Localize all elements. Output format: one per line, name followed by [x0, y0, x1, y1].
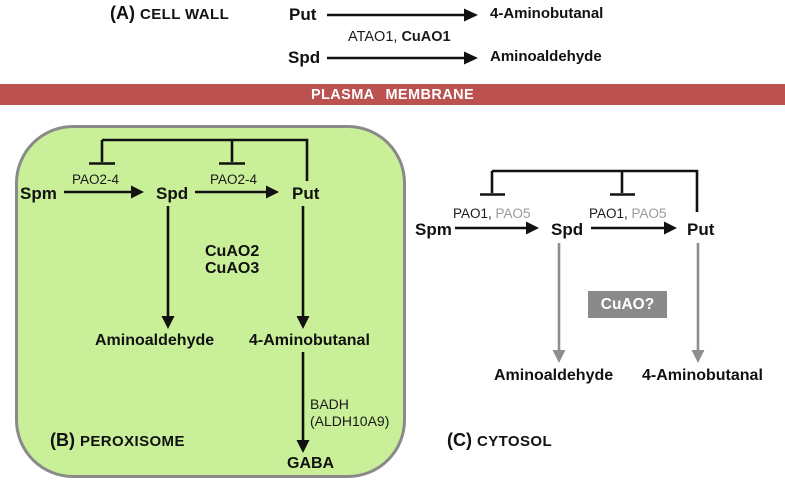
pao5-label-1: PAO5 — [495, 206, 531, 221]
cytosol-spd-down-arrow — [552, 243, 566, 363]
peroxisome-spd-node: Spd — [156, 184, 189, 203]
atao1-label: ATAO1, — [348, 29, 398, 45]
peroxisome-prefix: (B) — [50, 430, 75, 450]
cytosol-prefix: (C) — [447, 430, 472, 450]
peroxisome-title: PEROXISOME — [80, 433, 185, 450]
cellwall-aminobutanal-label: 4-Aminobutanal — [490, 5, 604, 22]
cuao3-label: CuAO3 — [205, 260, 260, 277]
cell-wall-section-label: (A) CELL WALL — [110, 3, 229, 24]
peroxisome-spd-down-arrow — [161, 206, 175, 329]
peroxisome-aminoaldehyde-label: Aminoaldehyde — [95, 332, 215, 349]
cell-wall-title: CELL WALL — [140, 6, 230, 23]
gaba-label: GABA — [287, 455, 335, 472]
cell-wall-prefix: (A) — [110, 3, 135, 23]
cuao2-label: CuAO2 — [205, 243, 260, 260]
cellwall-spd-arrow — [327, 51, 478, 65]
pao5-label-2: PAO5 — [631, 206, 667, 221]
cytosol-put-node: Put — [687, 220, 715, 239]
peroxisome-inhibition-line — [89, 138, 309, 181]
cytosol-aminobutanal-label: 4-Aminobutanal — [642, 367, 763, 384]
plasma-membrane-label: PLASMA MEMBRANE — [310, 86, 475, 103]
cytosol-aminoaldehyde-label: Aminoaldehyde — [494, 367, 614, 384]
cellwall-put-node: Put — [289, 5, 317, 24]
cytosol-section-label: (C) CYTOSOL — [447, 430, 552, 451]
cytosol-spd-put-arrow — [591, 221, 677, 235]
peroxisome-spd-put-arrow — [195, 185, 279, 199]
aldh10a9-label: (ALDH10A9) — [310, 413, 390, 429]
cuao-question-label: CuAO? — [600, 295, 655, 313]
cytosol-spm-spd-arrow — [455, 221, 539, 235]
badh-label: BADH — [310, 396, 349, 412]
cuao1-label: CuAO1 — [401, 29, 451, 45]
cytosol-inhibition-line — [480, 169, 699, 212]
cellwall-put-arrow — [327, 8, 478, 22]
cytosol-spd-node: Spd — [551, 220, 584, 239]
pao1-label-2: PAO1, — [589, 206, 628, 221]
peroxisome-cuao-labels: CuAO2 CuAO3 — [205, 243, 259, 277]
peroxisome-put-node: Put — [292, 184, 320, 203]
cytosol-pao-label-2: PAO1, PAO5 — [589, 206, 667, 221]
plasma-membrane-bar: PLASMA MEMBRANE — [0, 84, 785, 105]
cytosol-title: CYTOSOL — [477, 433, 553, 450]
peroxisome-spm-spd-arrow — [64, 185, 144, 199]
peroxisome-gaba-arrow — [296, 352, 310, 453]
cellwall-enzyme-label: ATAO1, CuAO1 — [348, 29, 451, 45]
cytosol-pao-label-1: PAO1, PAO5 — [453, 206, 531, 221]
peroxisome-aminobutanal-label: 4-Aminobutanal — [249, 332, 370, 349]
peroxisome-spm-node: Spm — [20, 184, 57, 203]
cuao-question-box: CuAO? — [588, 291, 667, 318]
cytosol-put-down-arrow — [691, 243, 705, 363]
peroxisome-put-down-arrow — [296, 206, 310, 329]
peroxisome-compartment — [15, 125, 406, 478]
badh-enzyme-label: BADH (ALDH10A9) — [310, 396, 389, 430]
cellwall-aminoaldehyde-label: Aminoaldehyde — [490, 48, 602, 65]
pao1-label-1: PAO1, — [453, 206, 492, 221]
peroxisome-section-label: (B) PEROXISOME — [50, 430, 185, 451]
cytosol-spm-node: Spm — [415, 220, 452, 239]
cellwall-spd-node: Spd — [288, 48, 321, 67]
peroxisome-pao24-label-1: PAO2-4 — [72, 172, 120, 187]
peroxisome-pao24-label-2: PAO2-4 — [210, 172, 258, 187]
